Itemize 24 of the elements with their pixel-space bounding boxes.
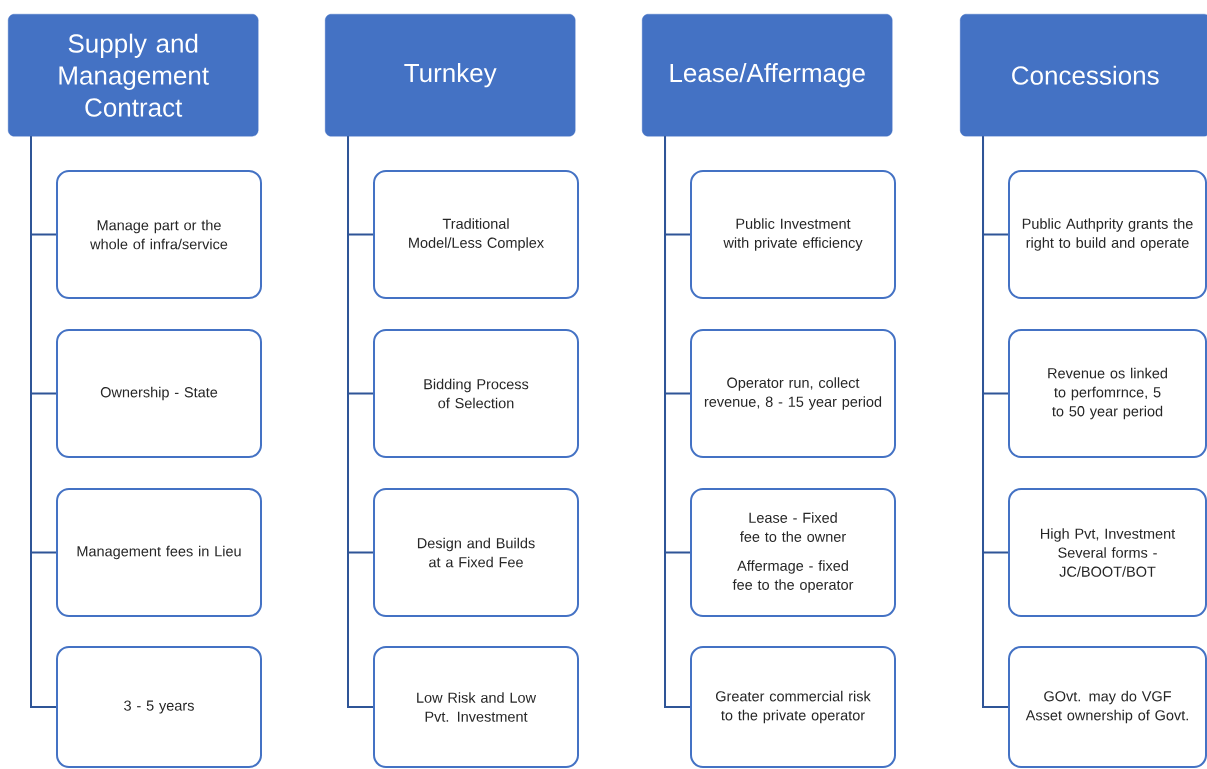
connector-line — [30, 135, 57, 708]
item-box: Ownership - State — [56, 329, 262, 458]
connector-line — [982, 135, 1009, 708]
item-box: Lease - Fixed fee to the owner Affermage - fixed fee to the operator — [690, 488, 896, 617]
item-box: Traditional Model/Less Complex — [373, 170, 579, 299]
item-box: Bidding Process of Selection — [373, 329, 579, 458]
header-box: Supply and Management Contract — [8, 14, 259, 137]
item-box: Design and Builds at a Fixed Fee — [373, 488, 579, 617]
item-box: 3 - 5 years — [56, 646, 262, 768]
header-box: Concessions — [960, 14, 1207, 137]
item-box: Public Authprity grants the right to build and operate — [1008, 170, 1207, 299]
item-box: High Pvt, Investment Several forms - JC/BOOT/BOT — [1008, 488, 1207, 617]
item-box: Greater commercial risk to the private operator — [690, 646, 896, 768]
item-box: Revenue os linked to perfomrnce, 5 to 50 year period — [1008, 329, 1207, 458]
connector-line — [664, 135, 691, 708]
item-box: Public Investment with private efficiency — [690, 170, 896, 299]
item-box: Management fees in Lieu — [56, 488, 262, 617]
header-box: Lease/Affermage — [642, 14, 893, 137]
item-box: Low Risk and Low Pvt. Investment — [373, 646, 579, 768]
item-box: Operator run, collect revenue, 8 - 15 year period — [690, 329, 896, 458]
item-box: Manage part or the whole of infra/service — [56, 170, 262, 299]
connector-line — [347, 135, 374, 708]
item-box: GOvt. may do VGF Asset ownership of Govt. — [1008, 646, 1207, 768]
header-box: Turnkey — [325, 14, 576, 137]
